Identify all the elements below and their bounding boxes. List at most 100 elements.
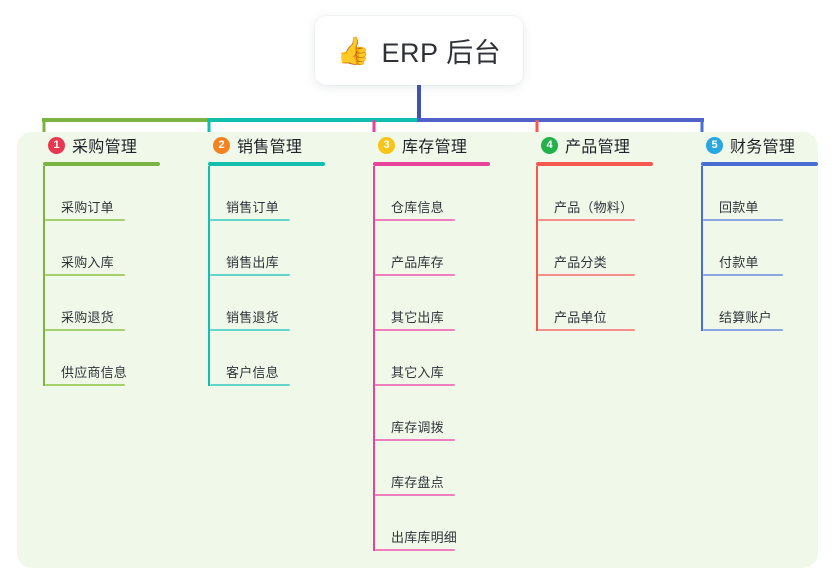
leaf-item[interactable]: 采购退货 xyxy=(43,276,203,331)
leaf-item-underline xyxy=(703,274,783,276)
leaf-item-label: 采购入库 xyxy=(61,255,114,270)
root-title: ERP 后台 xyxy=(381,38,502,68)
leaf-item-label: 出库库明细 xyxy=(391,530,458,545)
leaf-item-label: 产品库存 xyxy=(391,255,444,270)
leaf-item[interactable]: 采购入库 xyxy=(43,221,203,276)
leaf-item[interactable]: 结算账户 xyxy=(701,276,839,331)
leaf-item-underline xyxy=(375,384,455,386)
leaf-item-underline xyxy=(538,329,635,331)
column-title-4: 产品管理 xyxy=(565,139,631,156)
leaf-item-label: 产品分类 xyxy=(554,255,607,270)
number-badge-2: 2 xyxy=(213,136,230,154)
leaf-item-label: 回款单 xyxy=(719,200,759,215)
leaf-item-label: 产品单位 xyxy=(554,310,607,325)
leaf-item-underline xyxy=(375,219,455,221)
leaf-item[interactable]: 付款单 xyxy=(701,221,839,276)
leaf-item-label: 结算账户 xyxy=(719,310,772,325)
leaf-item-underline xyxy=(210,219,290,221)
leaf-item-underline xyxy=(210,274,290,276)
leaf-item-label: 库存盘点 xyxy=(391,475,444,490)
leaf-item[interactable]: 回款单 xyxy=(701,166,839,221)
leaf-item[interactable]: 销售订单 xyxy=(208,166,368,221)
leaf-item[interactable]: 客户信息 xyxy=(208,331,368,386)
number-badge-3: 3 xyxy=(378,136,395,154)
column-title-1: 采购管理 xyxy=(72,139,138,156)
leaf-item[interactable]: 产品（物料） xyxy=(536,166,696,221)
leaf-item-label: 销售退货 xyxy=(226,310,279,325)
column-header-5[interactable]: 5 财务管理 xyxy=(701,132,839,158)
leaf-item-underline xyxy=(210,329,290,331)
column-underline-2 xyxy=(208,162,325,166)
leaf-item-underline xyxy=(375,494,455,496)
leaf-item-underline xyxy=(538,274,635,276)
leaf-item-label: 付款单 xyxy=(719,255,759,270)
column-spine-2 xyxy=(208,166,210,386)
leaf-item[interactable]: 库存盘点 xyxy=(373,441,533,496)
column-spine-1 xyxy=(43,166,45,386)
leaf-item-label: 采购订单 xyxy=(61,200,114,215)
leaf-item-underline xyxy=(45,219,125,221)
leaf-item-label: 采购退货 xyxy=(61,310,114,325)
column-underline-1 xyxy=(43,162,160,166)
column-items-1: 采购订单采购入库采购退货供应商信息 xyxy=(43,166,203,386)
leaf-item-label: 产品（物料） xyxy=(554,200,634,215)
leaf-item[interactable]: 供应商信息 xyxy=(43,331,203,386)
thumbs-up-icon: 👍 xyxy=(336,36,371,66)
leaf-item-underline xyxy=(375,329,455,331)
leaf-item-label: 客户信息 xyxy=(226,365,279,380)
leaf-item[interactable]: 其它出库 xyxy=(373,276,533,331)
leaf-item[interactable]: 出库库明细 xyxy=(373,496,533,551)
column-spine-3 xyxy=(373,166,375,551)
leaf-item-underline xyxy=(45,384,125,386)
leaf-item-label: 其它入库 xyxy=(391,365,444,380)
leaf-item-underline xyxy=(538,219,635,221)
leaf-item[interactable]: 销售退货 xyxy=(208,276,368,331)
column-header-4[interactable]: 4 产品管理 xyxy=(536,132,696,158)
column-items-4: 产品（物料） 产品分类产品单位 xyxy=(536,166,696,331)
leaf-item-underline xyxy=(45,329,125,331)
column-header-2[interactable]: 2 销售管理 xyxy=(208,132,368,158)
leaf-item-label: 销售出库 xyxy=(226,255,279,270)
leaf-item[interactable]: 产品分类 xyxy=(536,221,696,276)
leaf-item[interactable]: 仓库信息 xyxy=(373,166,533,221)
leaf-item[interactable]: 采购订单 xyxy=(43,166,203,221)
leaf-item-underline xyxy=(703,329,783,331)
leaf-item-label: 仓库信息 xyxy=(391,200,444,215)
column-title-2: 销售管理 xyxy=(237,139,303,156)
column-2: 2 销售管理销售订单销售出库销售退货客户信息 xyxy=(208,132,368,386)
column-1: 1 采购管理采购订单采购入库采购退货供应商信息 xyxy=(43,132,203,386)
column-underline-4 xyxy=(536,162,653,166)
leaf-item-underline xyxy=(703,219,783,221)
mindmap-panel: 1 采购管理采购订单采购入库采购退货供应商信息 2 销售管理销售订单销售出库销售退货客… xyxy=(17,132,818,568)
column-underline-3 xyxy=(373,162,490,166)
column-spine-5 xyxy=(701,166,703,331)
leaf-item[interactable]: 产品单位 xyxy=(536,276,696,331)
leaf-item[interactable]: 产品库存 xyxy=(373,221,533,276)
leaf-item-underline xyxy=(45,274,125,276)
column-5: 5 财务管理回款单付款单结算账户 xyxy=(701,132,839,331)
leaf-item-label: 供应商信息 xyxy=(61,365,128,380)
leaf-item-underline xyxy=(210,384,290,386)
leaf-item-underline xyxy=(375,549,455,551)
column-header-1[interactable]: 1 采购管理 xyxy=(43,132,203,158)
leaf-item-underline xyxy=(375,439,455,441)
column-items-5: 回款单付款单结算账户 xyxy=(701,166,839,331)
leaf-item-label: 其它出库 xyxy=(391,310,444,325)
number-badge-5: 5 xyxy=(706,136,723,154)
column-items-2: 销售订单销售出库销售退货客户信息 xyxy=(208,166,368,386)
leaf-item-label: 库存调拨 xyxy=(391,420,444,435)
column-items-3: 仓库信息产品库存其它出库其它入库库存调拨库存盘点出库库明细 xyxy=(373,166,533,551)
root-node[interactable]: 👍 ERP 后台 xyxy=(315,16,523,85)
leaf-item[interactable]: 其它入库 xyxy=(373,331,533,386)
leaf-item[interactable]: 库存调拨 xyxy=(373,386,533,441)
column-underline-5 xyxy=(701,162,818,166)
column-spine-4 xyxy=(536,166,538,331)
leaf-item-underline xyxy=(375,274,455,276)
number-badge-4: 4 xyxy=(541,136,558,154)
column-title-5: 财务管理 xyxy=(730,139,796,156)
leaf-item[interactable]: 销售出库 xyxy=(208,221,368,276)
number-badge-1: 1 xyxy=(48,136,65,154)
column-4: 4 产品管理产品（物料） 产品分类产品单位 xyxy=(536,132,696,331)
